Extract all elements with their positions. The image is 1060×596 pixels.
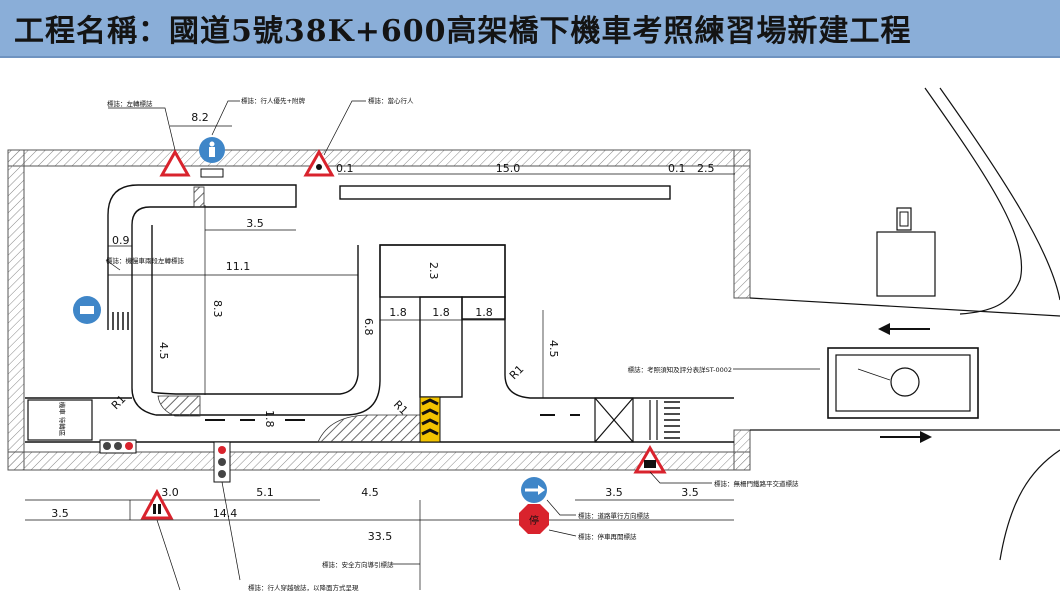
annotation-labels: 標誌：左轉標誌 標誌：行人優先+附牌 標誌：當心行人 標誌：機慢車兩段左轉標誌 … [106, 96, 799, 592]
label-exam-notice: 標誌：考照須知及評分表詳ST-0002 [628, 365, 732, 374]
radius-r1-b: R1 [391, 398, 411, 418]
dim-0-9: 0.9 [112, 234, 130, 247]
label-pedestrian-crossing: 標誌：行人穿越號誌，以降面方式呈現 [248, 583, 359, 592]
hatched-zones [157, 186, 421, 443]
dimension-labels: 8.2 15.0 0.1 0.1 2.5 3.5 0.9 11.1 8.3 2.… [51, 111, 714, 543]
dim-3-0: 3.0 [161, 486, 179, 499]
dim-3-5-top: 3.5 [246, 217, 264, 230]
dim-2-5: 2.5 [697, 162, 715, 175]
annotation-leaders [105, 100, 820, 591]
label-one-way: 標誌：道路單行方向標誌 [578, 511, 650, 520]
waiting-area-label: 機車 待轉區 [58, 402, 67, 437]
boundary-wall [7, 149, 1060, 471]
dim-0-1-right: 0.1 [668, 162, 686, 175]
dim-1-8-b: 1.8 [432, 306, 450, 319]
dim-15-0: 15.0 [496, 162, 521, 175]
chevron-marker [419, 396, 441, 443]
stop-sign-text: 停 [529, 514, 539, 527]
label-left-turn-sign: 標誌：左轉標誌 [107, 99, 153, 108]
dim-4-5-right: 4.5 [547, 340, 560, 358]
motorcycle-circle-icon [73, 296, 101, 324]
pedestrian-circle-icon [199, 137, 225, 178]
stop-octagon-icon: 停 [519, 504, 549, 534]
dim-33-5: 33.5 [368, 530, 393, 543]
dim-1-8-a: 1.8 [389, 306, 407, 319]
label-railroad-crossing: 標誌：無柵門鐵路平交道標誌 [714, 479, 799, 488]
dim-5-1: 5.1 [256, 486, 274, 499]
page-title: 工程名稱：國道5號38K+600高架橋下機車考照練習場新建工程 [14, 14, 912, 49]
traffic-light-icon [99, 439, 137, 454]
dim-4-5-left: 4.5 [157, 342, 170, 360]
dim-1-8-vert: 1.8 [263, 410, 276, 428]
dim-14-4: 14.4 [213, 507, 238, 520]
label-safety-direction: 標誌：安全方向導引標誌 [322, 560, 394, 569]
access-road [827, 87, 1060, 561]
dim-3-5-br2: 3.5 [681, 486, 699, 499]
traffic-light-icon [213, 441, 231, 483]
warning-triangle-icon [159, 148, 191, 177]
warning-triangle-icon [140, 488, 174, 520]
dim-1-8-c: 1.8 [475, 306, 493, 319]
warning-triangle-icon [303, 148, 335, 177]
dim-11-1: 11.1 [226, 260, 251, 273]
label-left-turn-two-stage: 標誌：機慢車兩段左轉標誌 [106, 256, 185, 265]
dim-8-3: 8.3 [211, 300, 224, 318]
dim-3-5-left: 3.5 [51, 507, 69, 520]
motorcycle-waiting-area: 機車 待轉區 [27, 399, 93, 441]
lane-center-dashes [205, 414, 580, 421]
signs: 停 [73, 137, 667, 534]
label-watch-pedestrians: 標誌：當心行人 [368, 96, 414, 105]
title-bar: 工程名稱：國道5號38K+600高架橋下機車考照練習場新建工程 [0, 0, 1060, 58]
dim-2-3: 2.3 [427, 262, 440, 280]
dim-8-2: 8.2 [191, 111, 209, 124]
railroad-crossing-area [112, 312, 680, 443]
dimension-lines [25, 125, 735, 590]
label-pedestrian-priority: 標誌：行人優先+附牌 [241, 96, 305, 105]
radius-r1-c: R1 [507, 363, 527, 383]
dim-4-5-bottom: 4.5 [361, 486, 379, 499]
dim-3-5-br1: 3.5 [605, 486, 623, 499]
radius-r1-a: R1 [109, 393, 129, 413]
dim-0-1-left: 0.1 [336, 162, 354, 175]
dim-6-8: 6.8 [362, 318, 375, 336]
site-plan-diagram: 機車 待轉區 8.2 15.0 0.1 0.1 2.5 3.5 0.9 11.1… [7, 87, 1060, 592]
arrow-circle-icon [521, 477, 547, 503]
label-stop-sign: 標誌：停車再開標誌 [578, 532, 637, 541]
